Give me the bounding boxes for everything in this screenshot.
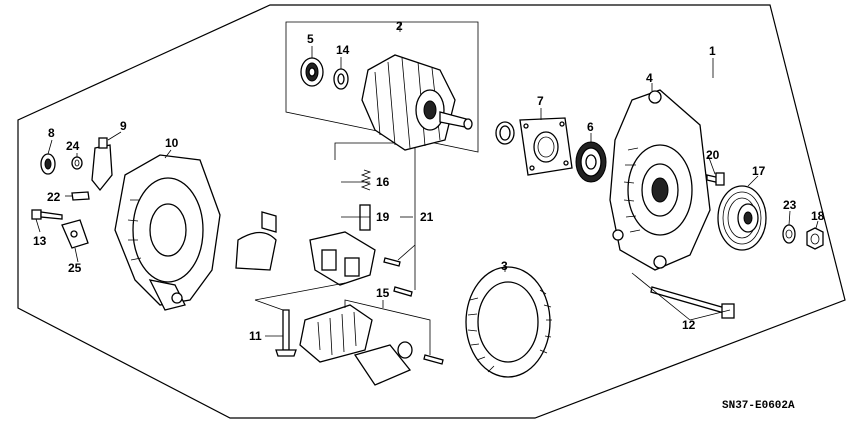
part-10-rear-housing — [114, 154, 221, 311]
part-brush-cover — [235, 211, 277, 271]
callout-17: 17 — [752, 164, 766, 178]
callout-23: 23 — [783, 198, 797, 212]
part-16-spring — [360, 169, 372, 191]
part-5-bearing — [300, 57, 324, 87]
part-15-rectifier — [299, 304, 444, 386]
callout-1: 1 — [709, 44, 716, 58]
part-9-terminal — [91, 137, 113, 192]
part-8-seal — [40, 153, 56, 175]
bearing-seal-ring — [495, 121, 515, 145]
callout-25: 25 — [68, 261, 82, 275]
callout-19: 19 — [376, 210, 390, 224]
part-19-brush — [359, 204, 371, 231]
callout-18: 18 — [811, 209, 825, 223]
callout-22: 22 — [47, 190, 61, 204]
callout-12: 12 — [682, 318, 696, 332]
assembly-frame — [17, 4, 846, 419]
part-3-stator — [465, 266, 552, 378]
part-14-washer — [333, 68, 349, 90]
part-11-terminal-bolt — [275, 309, 297, 357]
callout-16: 16 — [376, 175, 390, 189]
callout-21: 21 — [420, 210, 434, 224]
callout-8: 8 — [48, 126, 55, 140]
callout-2: 2 — [396, 19, 403, 33]
callout-20: 20 — [706, 148, 720, 162]
drawing-code: SN37-E0602A — [722, 400, 795, 412]
brush-holder-screws — [383, 257, 413, 297]
part-13-bolt — [31, 209, 63, 220]
rotor-group-box — [285, 21, 479, 153]
callout-5: 5 — [307, 32, 314, 46]
callout-4: 4 — [646, 71, 653, 85]
part-brush-holder — [309, 231, 376, 286]
callout-11: 11 — [249, 329, 262, 343]
part-2-rotor — [361, 54, 473, 151]
callout-14: 14 — [336, 43, 350, 57]
part-7-plate — [519, 117, 573, 176]
callout-15: 15 — [376, 286, 390, 300]
part-18-nut — [806, 227, 824, 250]
part-6-bearing — [575, 141, 607, 183]
part-17-pulley — [717, 185, 767, 251]
part-12-through-bolt — [650, 286, 735, 319]
part-4-front-housing — [609, 89, 711, 271]
part-25-bracket — [61, 219, 89, 249]
part-22-insulator — [71, 191, 90, 201]
callout-24: 24 — [66, 139, 80, 153]
part-24-nut — [71, 156, 83, 170]
part-23-washer — [782, 224, 796, 244]
leader-lines — [35, 22, 819, 355]
callout-3: 3 — [501, 259, 508, 273]
callout-13: 13 — [33, 234, 47, 248]
callout-7: 7 — [537, 94, 544, 108]
callout-6: 6 — [587, 120, 594, 134]
part-20-bolt — [706, 172, 725, 186]
callout-labels: 1 2 3 4 5 6 7 8 9 10 11 12 13 14 15 16 1… — [33, 19, 825, 343]
callout-10: 10 — [165, 136, 179, 150]
brush-group-box — [334, 142, 416, 290]
callout-9: 9 — [120, 119, 127, 133]
